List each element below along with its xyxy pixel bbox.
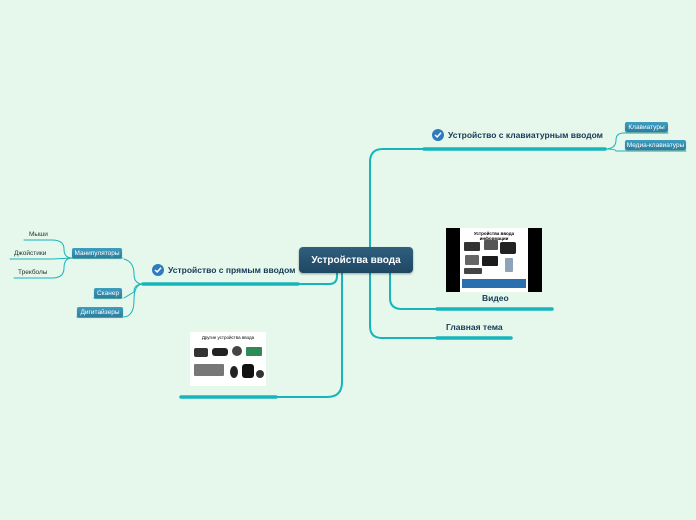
connector-digitizers — [123, 283, 144, 318]
video-slide-footer — [462, 279, 526, 288]
video-slide-title: Устройства ввода информации — [473, 231, 515, 241]
video-slide: Устройства ввода информации — [460, 228, 528, 292]
node-media-label: Медиа-клавиатуры — [626, 141, 685, 149]
devices-image-title: Другие устройства ввода — [201, 335, 255, 340]
check-icon — [432, 129, 444, 141]
node-media-klaviatury[interactable]: Медиа-клавиатуры — [625, 140, 686, 150]
topic-keyboard-input[interactable]: Устройство с клавиатурным вводом — [432, 129, 603, 141]
connector-direct — [297, 272, 338, 285]
root-node[interactable]: Устройства ввода — [299, 247, 413, 273]
node-klaviatury[interactable]: Клавиатуры — [625, 122, 668, 132]
input-devices-icon — [464, 240, 516, 274]
connector-manipulators — [123, 258, 144, 285]
topic-main-label: Главная тема — [446, 322, 503, 332]
connector-trekboly — [51, 257, 73, 279]
node-scanner[interactable]: Сканер — [94, 288, 122, 298]
connector-main-topic — [369, 272, 438, 339]
connector-myshi — [51, 239, 73, 259]
topic-video-label: Видео — [482, 293, 509, 303]
connector-keyboard — [369, 148, 425, 248]
connector-scanner — [123, 283, 144, 299]
devices-illustration-icon — [194, 346, 264, 378]
leaf-dzhoystiki[interactable]: Джойстики — [14, 250, 47, 257]
topic-keyboard-label: Устройство с клавиатурным вводом — [448, 130, 603, 140]
leaf-trekboly[interactable]: Трекболы — [18, 269, 48, 276]
topic-direct-label: Устройство с прямым вводом — [168, 265, 296, 275]
check-icon — [152, 264, 164, 276]
node-digitizers[interactable]: Дигитайзеры — [77, 307, 123, 317]
node-klaviatury-label: Клавиатуры — [628, 123, 665, 131]
root-label: Устройства ввода — [311, 254, 401, 266]
connector-klaviatury — [604, 132, 669, 150]
node-manipulators[interactable]: Манипуляторы — [72, 248, 122, 258]
node-manipulators-label: Манипуляторы — [74, 249, 120, 257]
leaf-myshi[interactable]: Мыши — [29, 231, 48, 238]
node-scanner-label: Сканер — [96, 289, 120, 297]
video-thumbnail[interactable]: Устройства ввода информации — [446, 228, 542, 292]
topic-video[interactable]: Видео — [482, 293, 509, 303]
connector-media — [604, 148, 687, 152]
connector-image — [275, 272, 343, 398]
topic-direct-input[interactable]: Устройство с прямым вводом — [152, 264, 295, 276]
node-digitizers-label: Дигитайзеры — [80, 308, 120, 316]
input-devices-image[interactable]: Другие устройства ввода — [190, 332, 266, 386]
topic-main[interactable]: Главная тема — [446, 322, 503, 332]
connector-video — [389, 272, 438, 310]
